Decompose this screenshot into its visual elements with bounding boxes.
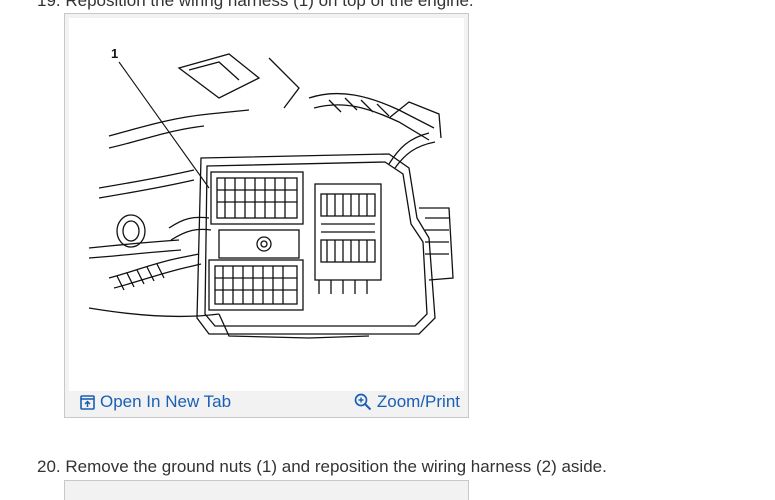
step-20-text: 20. Remove the ground nuts (1) and repos… <box>37 457 607 477</box>
wiring-diagram: 1 <box>88 46 454 339</box>
zoom-print-link[interactable]: Zoom/Print <box>354 392 460 412</box>
zoom-print-label: Zoom/Print <box>376 392 460 411</box>
step-19-text: 19. Reposition the wiring harness (1) on… <box>37 0 474 11</box>
step-number: 19. <box>37 0 61 10</box>
step-instruction: Reposition the wiring harness (1) on top… <box>65 0 474 10</box>
next-figure-frame <box>64 480 469 500</box>
figure-footer: Open In New Tab Zoom/Print <box>65 391 468 418</box>
wiring-harness-illustration[interactable]: 1 <box>69 18 464 391</box>
open-in-new-tab-label: Open In New Tab <box>100 392 232 411</box>
open-in-new-tab-link[interactable]: Open In New Tab <box>80 392 231 412</box>
step-instruction: Remove the ground nuts (1) and repositio… <box>65 457 607 476</box>
zoom-magnifier-icon <box>354 393 372 411</box>
step-number: 20. <box>37 457 61 476</box>
callout-1: 1 <box>111 46 118 61</box>
open-in-new-tab-icon <box>80 394 95 410</box>
figure-frame: 1 Open In New Tab Zoom/Print <box>64 13 469 418</box>
